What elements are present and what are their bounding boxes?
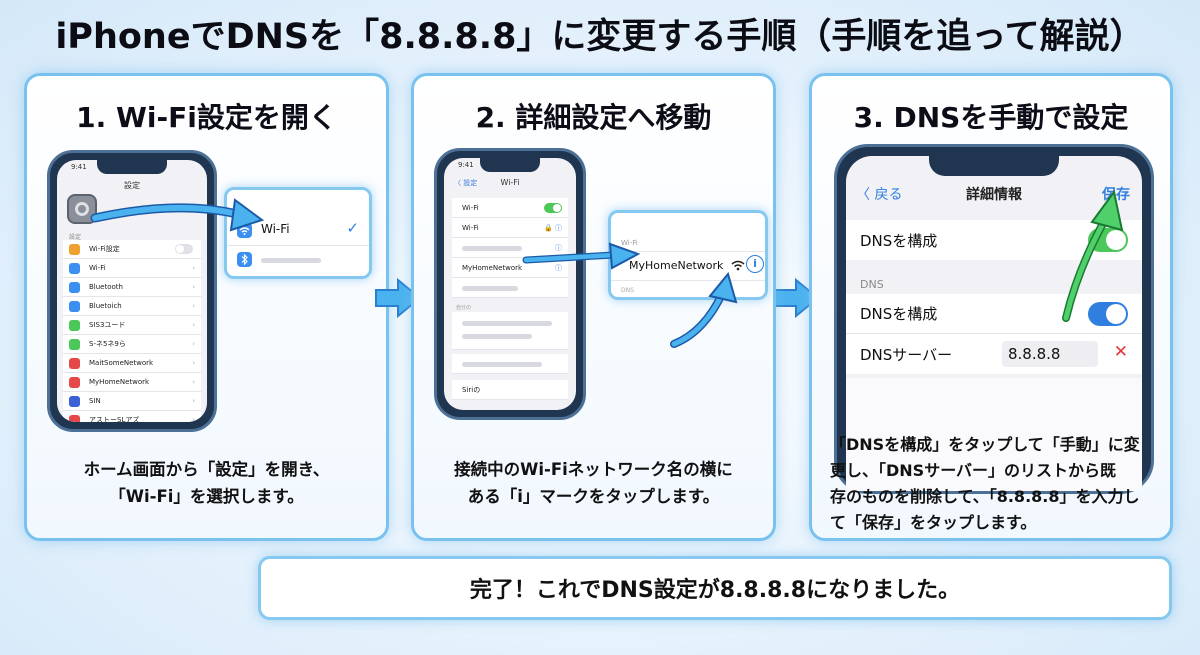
settings-row[interactable]: Wi-Fi設定	[63, 240, 201, 259]
settings-row-icon	[69, 377, 80, 388]
back-button[interactable]: 〈 設定	[454, 179, 478, 187]
settings-row-label: S-ネ5ネ9ら	[89, 340, 126, 348]
settings-row-label: MyHomeNetwork	[89, 378, 150, 386]
toggle[interactable]	[175, 244, 193, 254]
wifi-network-row: Wi-Fi 🔒 ⓘ	[452, 218, 568, 238]
settings-row[interactable]: MaitSomeNetwork ›	[63, 354, 201, 373]
settings-row[interactable]: S-ネ5ネ9ら ›	[63, 335, 201, 354]
settings-row-label: Bluetooth	[89, 283, 123, 291]
settings-row-icon	[69, 339, 80, 350]
pointer-arrow-3	[670, 272, 738, 348]
step-2-title: 2. 詳細設定へ移動	[475, 101, 712, 134]
callout-network-name: MyHomeNetwork	[629, 259, 724, 272]
wifi-header: Wi-Fi	[500, 178, 520, 187]
chevron-right-icon: ›	[192, 340, 195, 348]
chevron-right-icon: ›	[192, 321, 195, 329]
dns-configure-row[interactable]: DNSを構成	[846, 294, 1142, 334]
back-button[interactable]: 〈 戻る	[856, 187, 903, 203]
step-1-description: ホーム画面から「設定」を開き、 「Wi-Fi」を選択します。	[83, 460, 330, 506]
settings-row-icon	[69, 415, 80, 422]
settings-row[interactable]: Bluetooth ›	[63, 278, 201, 297]
info-icon[interactable]: i	[746, 255, 764, 273]
status-bar-time: 9:41	[71, 163, 87, 171]
settings-row[interactable]: Wi-Fi ›	[63, 259, 201, 278]
checkmark-icon: ✓	[346, 219, 359, 237]
settings-row-icon	[69, 263, 80, 274]
wifi-signal-icon	[731, 260, 745, 271]
step-arrow-1	[375, 278, 422, 318]
detail-header: 詳細情報	[966, 187, 1022, 203]
step-3-panel: 3. DNSを手動で設定 〈 戻る 詳細情報 保存 DNSを構成 DNS DNS…	[809, 73, 1173, 541]
section-label: 設定	[69, 234, 82, 241]
chevron-right-icon: ›	[192, 264, 195, 272]
settings-row-icon	[69, 358, 80, 369]
step-arrow-2	[773, 278, 820, 318]
settings-row[interactable]: SIS3ユード ›	[63, 316, 201, 335]
settings-row-icon	[69, 244, 80, 255]
settings-row-icon	[69, 282, 80, 293]
step-2-phone: 9:41 〈 設定 Wi-Fi Wi-Fi Wi-Fi 🔒 ⓘ ⓘ MyHome…	[434, 148, 586, 420]
dns-server-row: DNSサーバー 8.8.8.8 ✕	[846, 334, 1142, 374]
settings-row-label: SIN	[89, 397, 101, 405]
dns-section-label: DNS	[860, 278, 884, 291]
configure-dns-row[interactable]: DNSを構成	[846, 220, 1142, 260]
wifi-toggle-row: Wi-Fi	[452, 198, 568, 218]
settings-row[interactable]: SIN ›	[63, 392, 201, 411]
chevron-right-icon: ›	[192, 302, 195, 310]
chevron-right-icon: ›	[192, 359, 195, 367]
pointer-arrow-2	[522, 242, 641, 270]
settings-row[interactable]: Bluetoich ›	[63, 297, 201, 316]
step-3-phone-screen: 〈 戻る 詳細情報 保存 DNSを構成 DNS DNSを構成 DNSサーバー 8…	[846, 156, 1142, 491]
step-2-panel: 2. 詳細設定へ移動 9:41 〈 設定 Wi-Fi Wi-Fi Wi-Fi 🔒…	[411, 73, 776, 541]
settings-row-icon	[69, 320, 80, 331]
settings-row[interactable]: アストーSLアズ ›	[63, 411, 201, 422]
step-1-wifi-callout: Wi-Fi ✓	[224, 187, 372, 279]
myhomenetwork-row[interactable]: MyHomeNetwork ⓘ	[452, 258, 568, 278]
pointer-arrow-1	[90, 198, 265, 232]
completion-banner: 完了！これでDNS設定が8.8.8.8になりました。	[258, 556, 1172, 620]
settings-row-icon	[69, 396, 80, 407]
bluetooth-icon	[237, 252, 252, 267]
settings-header: 設定	[124, 181, 140, 190]
settings-row-icon	[69, 301, 80, 312]
delete-icon[interactable]: ✕	[1113, 342, 1128, 362]
step-3-phone: 〈 戻る 詳細情報 保存 DNSを構成 DNS DNSを構成 DNSサーバー 8…	[834, 144, 1154, 494]
settings-row-label: Wi-Fi	[89, 264, 106, 272]
settings-row[interactable]: MyHomeNetwork ›	[63, 373, 201, 392]
settings-row-label: アストーSLアズ	[89, 416, 140, 422]
settings-row-label: SIS3ユード	[89, 321, 126, 329]
chevron-right-icon: ›	[192, 283, 195, 291]
chevron-right-icon: ›	[192, 416, 195, 422]
pointer-arrow-4	[1062, 189, 1124, 322]
step-2-description: 接続中のWi-Fiネットワーク名の横に ある「i」マークをタップします。	[454, 460, 733, 506]
dns-server-input[interactable]: 8.8.8.8	[1002, 341, 1098, 367]
chevron-right-icon: ›	[192, 397, 195, 405]
step-1-title: 1. Wi-Fi設定を開く	[76, 101, 337, 134]
step-2-phone-screen: 9:41 〈 設定 Wi-Fi Wi-Fi Wi-Fi 🔒 ⓘ ⓘ MyHome…	[444, 158, 576, 410]
settings-row-label: MaitSomeNetwork	[89, 359, 154, 367]
wifi-toggle[interactable]	[544, 203, 562, 213]
callout-wifi-label[interactable]: Wi-Fi	[261, 222, 290, 236]
dns-manual-toggle[interactable]	[1088, 302, 1128, 326]
page-title: iPhoneでDNSを「8.8.8.8」に変更する手順（手順を追って解説）	[55, 17, 1145, 57]
step-3-title: 3. DNSを手動で設定	[853, 101, 1129, 134]
step-3-description: 「DNSを構成」をタップして「手動」に変 更し、「DNSサーバー」のリストから既…	[830, 435, 1140, 532]
chevron-right-icon: ›	[192, 378, 195, 386]
settings-row-label: Wi-Fi設定	[89, 245, 120, 253]
settings-row-label: Bluetoich	[89, 302, 122, 310]
